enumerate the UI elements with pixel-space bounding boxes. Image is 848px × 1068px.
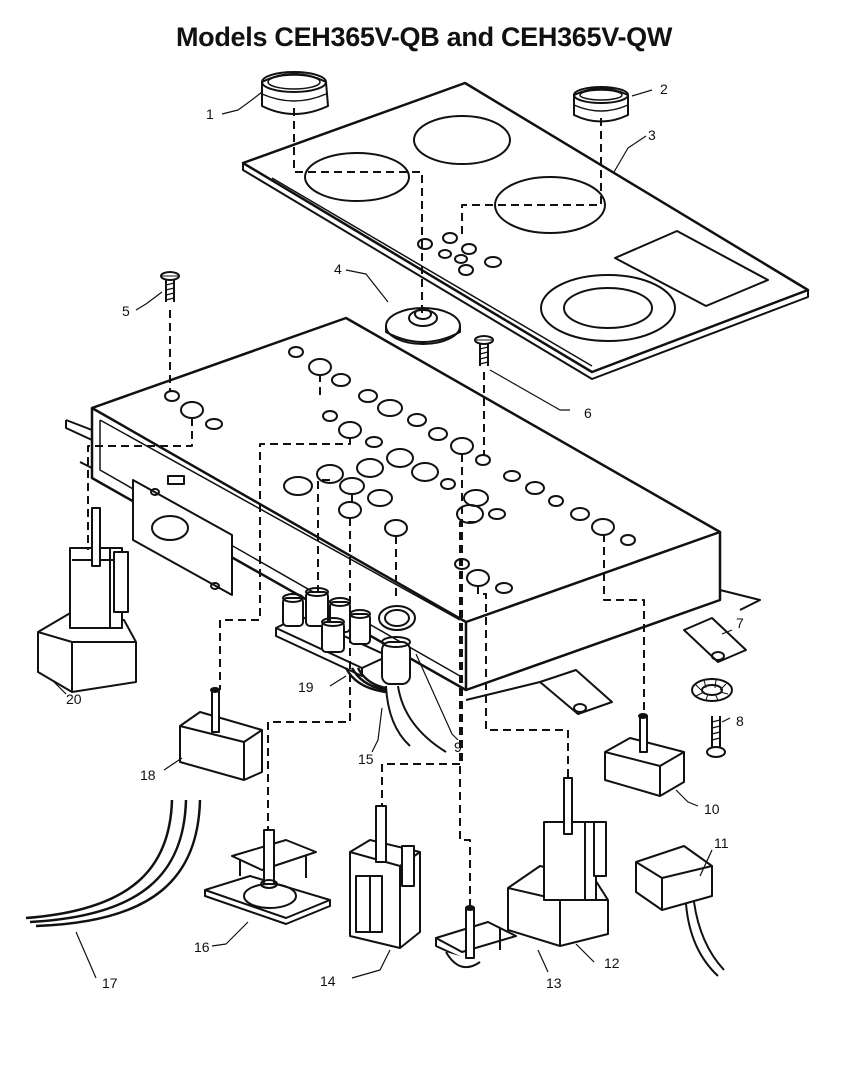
switch-16 [204, 829, 331, 925]
callout-14: 14 [320, 973, 336, 989]
callout-19: 19 [298, 679, 314, 695]
access-plate [132, 475, 233, 596]
bracket [465, 617, 747, 715]
assembly-guide-lines [87, 108, 645, 908]
knob-1 [261, 71, 329, 115]
callout-4: 4 [334, 261, 342, 277]
switch-20 [37, 507, 137, 693]
callout-3: 3 [648, 127, 656, 143]
diagram-title: Models CEH365V-QB and CEH365V-QW [175, 22, 673, 52]
callout-5: 5 [122, 303, 130, 319]
callout-18: 18 [140, 767, 156, 783]
switch-10 [604, 713, 685, 797]
callout-13: 13 [546, 975, 562, 991]
callout-17: 17 [102, 975, 118, 991]
glass-cooktop [241, 81, 810, 380]
screw-8 [706, 716, 726, 758]
switch-14 [349, 805, 421, 949]
callout-12: 12 [604, 955, 620, 971]
callout-16: 16 [194, 939, 210, 955]
leader-lines [51, 89, 733, 979]
indicator-lamp [385, 307, 461, 345]
washer [691, 678, 733, 702]
terminal-block [275, 587, 447, 753]
switch-18 [179, 687, 263, 781]
switch-12 [507, 777, 609, 947]
callout-11: 11 [714, 835, 729, 851]
callout-20: 20 [66, 691, 82, 707]
screw-6 [474, 335, 494, 366]
callout-9: 9 [454, 739, 462, 755]
callout-1: 1 [206, 106, 214, 122]
knob-2 [573, 86, 629, 123]
callout-labels: 1 2 3 4 5 6 7 8 9 10 11 12 13 14 15 16 1… [66, 81, 744, 991]
wire-harness [25, 799, 202, 928]
callout-2: 2 [660, 81, 668, 97]
callout-6: 6 [584, 405, 592, 421]
callout-7: 7 [736, 615, 744, 631]
callout-8: 8 [736, 713, 744, 729]
switch-13 [435, 905, 517, 969]
callout-15: 15 [358, 751, 374, 767]
callout-10: 10 [704, 801, 720, 817]
screw-5 [160, 271, 180, 302]
power-block [635, 845, 725, 977]
